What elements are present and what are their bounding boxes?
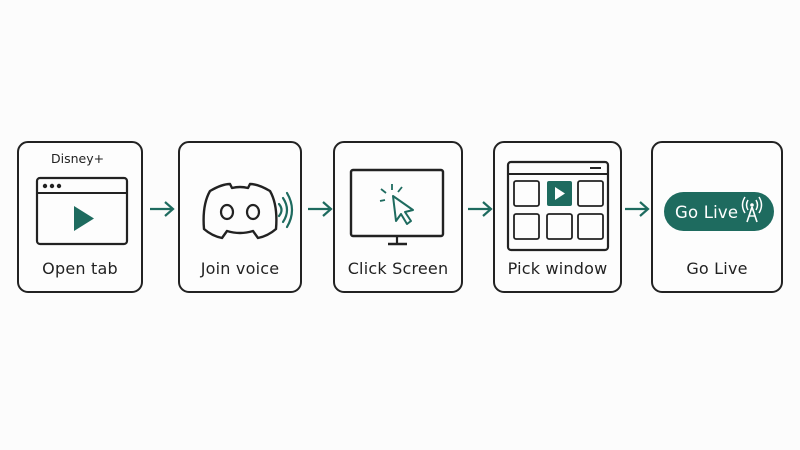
- arrow-right-icon: [468, 201, 493, 217]
- step-label: Click Screen: [347, 259, 449, 278]
- step-go-live: Go Live Go Live: [651, 141, 783, 293]
- arrow-right-icon: [308, 201, 333, 217]
- monitor-click-icon: [349, 168, 445, 246]
- step-label: Join voice: [200, 259, 280, 278]
- brand-label: Disney+: [51, 151, 105, 166]
- go-live-button-graphic: [664, 192, 774, 231]
- window-grid-icon: [506, 160, 610, 252]
- step-label: Open tab: [42, 259, 118, 278]
- arrow-right-icon: [150, 201, 175, 217]
- discord-voice-icon: [202, 182, 294, 240]
- step-label: Pick window: [507, 259, 608, 278]
- step-click-screen: Click Screen: [333, 141, 463, 293]
- arrow-right-icon: [625, 201, 650, 217]
- step-label: Go Live: [686, 259, 748, 278]
- step-join-voice: Join voice: [178, 141, 302, 293]
- step-pick-window: Pick window: [493, 141, 622, 293]
- browser-play-icon: [35, 176, 129, 246]
- go-live-button-text: Go Live: [675, 203, 739, 222]
- step-open-tab: Disney+ Open tab: [17, 141, 143, 293]
- broadcast-icon: [741, 196, 763, 223]
